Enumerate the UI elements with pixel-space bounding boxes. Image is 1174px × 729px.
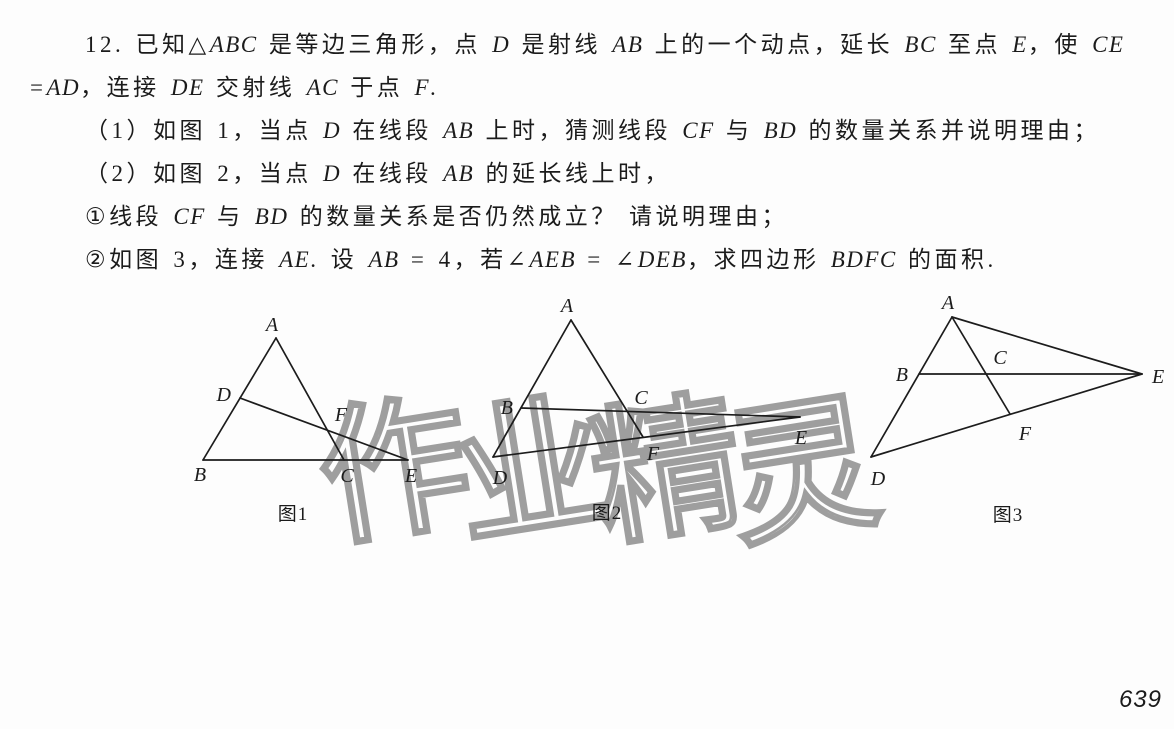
fig1-point-label-E: E — [404, 465, 417, 487]
fig3-segment-AD — [870, 316, 953, 458]
math-term: CF — [173, 204, 206, 229]
fig2-point-label-B: B — [501, 397, 513, 419]
fig2-segment-DE — [492, 416, 801, 458]
cn-text: 至点 — [936, 32, 1013, 57]
problem-line-1: 12. 已知△ABC 是等边三角形，点 D 是射线 AB 上的一个动点，延长 B… — [0, 23, 1174, 66]
fig3-point-label-E: E — [1151, 366, 1164, 388]
fig2-point-label-D: D — [492, 467, 508, 489]
fig3-segment-DE — [870, 373, 1143, 458]
math-term: CE — [1092, 32, 1125, 57]
math-term: F — [414, 75, 431, 100]
fig1-point-label-D: D — [216, 384, 232, 406]
math-term: DEB — [637, 247, 687, 272]
fig3-caption: 图3 — [993, 505, 1024, 526]
math-term: AC — [306, 75, 339, 100]
fig2-point-label-E: E — [794, 427, 807, 449]
math-term: AD — [46, 75, 81, 100]
cn-text: 是射线 — [510, 32, 613, 57]
math-term: E — [1012, 32, 1028, 57]
cn-text: ，连接 — [80, 75, 171, 100]
cn-text: = 4，若∠ — [399, 247, 530, 272]
cn-text: 上的一个动点，延长 — [643, 32, 905, 57]
math-term: CF — [682, 118, 715, 143]
cn-text: ，求四边形 — [686, 247, 831, 272]
math-term: BC — [904, 32, 937, 57]
fig1-caption: 图1 — [278, 504, 309, 525]
cn-text: 上时，猜测线段 — [474, 118, 683, 143]
math-term: ABC — [209, 32, 258, 57]
fig1-point-label-A: A — [264, 314, 279, 336]
fig3-point-label-B: B — [896, 364, 908, 386]
fig1-segment-DE — [239, 397, 409, 461]
cn-text: ②如图 3，连接 — [85, 247, 280, 272]
problem-line-2: =AD，连接 DE 交射线 AC 于点 F. — [0, 66, 1174, 109]
fig1-segment-AC — [275, 337, 345, 461]
math-term: BD — [254, 204, 289, 229]
problem-line-4: （2）如图 2，当点 D 在线段 AB 的延长线上时， — [0, 152, 1174, 195]
fig1-point-label-F: F — [334, 404, 348, 426]
math-term: AB — [443, 118, 475, 143]
cn-text: . 设 — [310, 247, 369, 272]
fig1-point-label-B: B — [194, 464, 206, 486]
math-term: AB — [368, 247, 400, 272]
fig2-segment-BE — [520, 407, 801, 418]
cn-text: 的延长线上时， — [474, 161, 671, 186]
cn-text: = ∠ — [576, 247, 638, 272]
cn-text: 在线段 — [341, 118, 444, 143]
math-term: BDFC — [830, 247, 897, 272]
cn-text: = — [30, 75, 47, 100]
problem-statement: 12. 已知△ABC 是等边三角形，点 D 是射线 AB 上的一个动点，延长 B… — [0, 23, 1174, 281]
fig1-point-label-C: C — [340, 465, 354, 487]
fig2-point-label-C: C — [634, 387, 648, 409]
cn-text: 是等边三角形，点 — [257, 32, 493, 57]
problem-line-5: ①线段 CF 与 BD 的数量关系是否仍然成立？ 请说明理由； — [0, 195, 1174, 238]
fig2-point-label-A: A — [559, 295, 574, 317]
math-term: AB — [612, 32, 644, 57]
cn-text: 交射线 — [204, 75, 307, 100]
math-term: AE — [279, 247, 311, 272]
fig2-point-label-F: F — [646, 443, 660, 465]
fig3-point-label-D: D — [870, 468, 886, 490]
cn-text: 在线段 — [341, 161, 444, 186]
cn-text: （1）如图 1，当点 — [85, 118, 323, 143]
fig2-segment-AF — [570, 319, 644, 438]
fig2-segment-AD — [492, 319, 572, 458]
fig3-segment-AF — [951, 316, 1011, 415]
math-term: BD — [763, 118, 798, 143]
cn-text: （2）如图 2，当点 — [85, 161, 323, 186]
fig3-point-label-F: F — [1018, 423, 1032, 445]
cn-text: 与 — [205, 204, 255, 229]
fig2-caption: 图2 — [592, 503, 623, 524]
cn-text: 12. 已知△ — [85, 32, 210, 57]
cn-text: ①线段 — [85, 204, 174, 229]
cn-text: 于点 — [338, 75, 415, 100]
fig1-segment-AB — [202, 337, 277, 461]
math-term: D — [492, 32, 511, 57]
cn-text: ，使 — [1027, 32, 1093, 57]
math-term: D — [323, 118, 342, 143]
fig3-point-label-C: C — [993, 347, 1007, 369]
cn-text: . — [430, 75, 440, 100]
math-term: AEB — [529, 247, 576, 272]
cn-text: 的数量关系是否仍然成立？ 请说明理由； — [288, 204, 788, 229]
cn-text: 与 — [714, 118, 764, 143]
fig3-segment-AE — [951, 316, 1143, 375]
math-term: AB — [443, 161, 475, 186]
math-term: D — [323, 161, 342, 186]
problem-line-6: ②如图 3，连接 AE. 设 AB = 4，若∠AEB = ∠DEB，求四边形 … — [0, 238, 1174, 281]
cn-text: 的面积. — [896, 247, 997, 272]
page-number: 639 — [1118, 686, 1162, 713]
cn-text: 的数量关系并说明理由； — [797, 118, 1101, 143]
problem-line-3: （1）如图 1，当点 D 在线段 AB 上时，猜测线段 CF 与 BD 的数量关… — [0, 109, 1174, 152]
math-term: DE — [170, 75, 205, 100]
fig3-point-label-A: A — [940, 292, 955, 314]
